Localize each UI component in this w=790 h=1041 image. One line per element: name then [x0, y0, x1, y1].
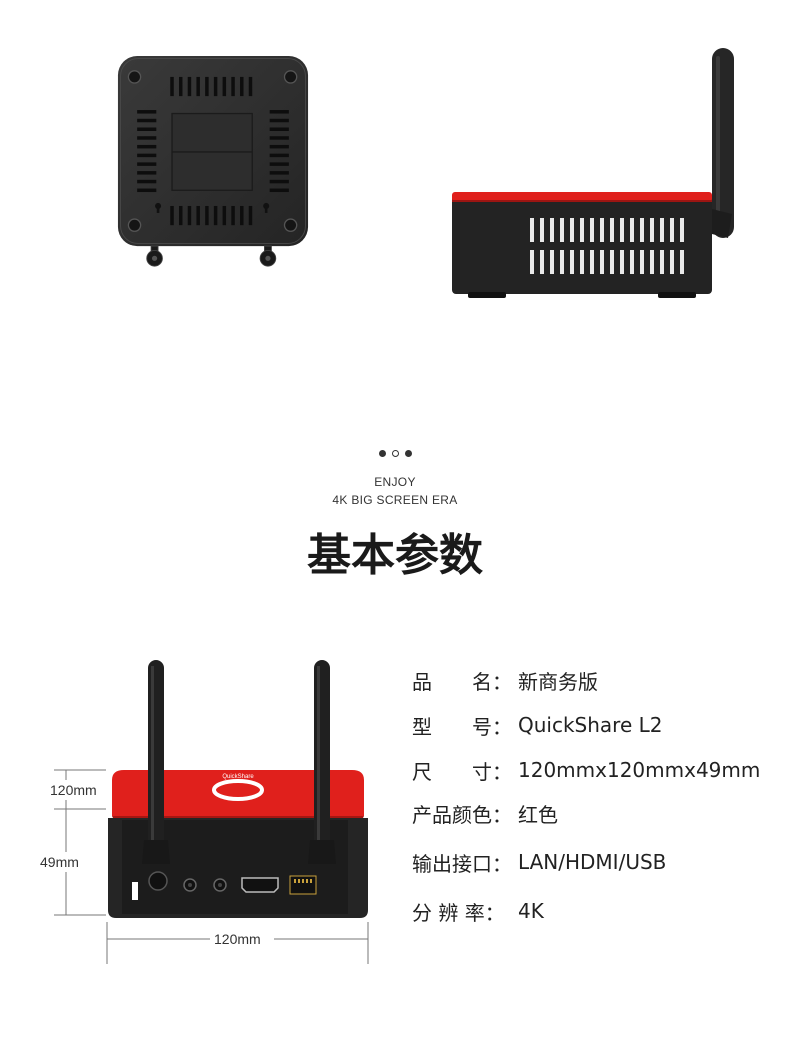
- dimension-height-label: 49mm: [40, 854, 79, 870]
- tagline-line2: 4K BIG SCREEN ERA: [332, 493, 458, 507]
- spec-value: 新商务版: [518, 669, 598, 694]
- spec-label: 产品颜色：: [412, 802, 512, 827]
- spec-label: 品 名：: [412, 669, 512, 694]
- spec-value: 4K: [518, 899, 544, 923]
- spec-row-resolution: 分 辨 率： 4K: [412, 896, 782, 926]
- device-side-view: [452, 48, 734, 298]
- spec-row-model: 型 号： QuickShare L2: [412, 710, 782, 740]
- indicator-dot: [378, 450, 386, 457]
- spec-value: 红色: [518, 802, 558, 827]
- spec-label: 尺 寸：: [412, 759, 512, 784]
- indicator-dot: [404, 450, 412, 457]
- device-bottom-view: [117, 56, 309, 267]
- section-title: 基本参数: [307, 530, 483, 581]
- spec-label: 型 号：: [412, 714, 512, 739]
- spec-value: LAN/HDMI/USB: [518, 850, 667, 874]
- spec-row-name: 品 名： 新商务版: [412, 665, 782, 695]
- device-front-view: QuickShare: [40, 660, 369, 964]
- tagline-line1: ENJOY: [374, 475, 416, 489]
- spec-label: 分 辨 率：: [412, 900, 505, 925]
- svg-text:QuickShare: QuickShare: [222, 774, 254, 780]
- spec-row-color: 产品颜色： 红色: [412, 798, 782, 828]
- spec-row-size: 尺 寸： 120mmx120mmx49mm: [412, 755, 782, 785]
- dimension-width-label: 120mm: [214, 931, 261, 947]
- indicator-dot-active: [391, 450, 399, 457]
- dimension-top-label: 120mm: [50, 782, 97, 798]
- spec-row-ports: 输出接口： LAN/HDMI/USB: [412, 847, 782, 877]
- spec-value: 120mmx120mmx49mm: [518, 758, 761, 782]
- carousel-indicator: [0, 450, 790, 457]
- spec-value: QuickShare L2: [518, 713, 663, 737]
- spec-label: 输出接口：: [412, 851, 512, 876]
